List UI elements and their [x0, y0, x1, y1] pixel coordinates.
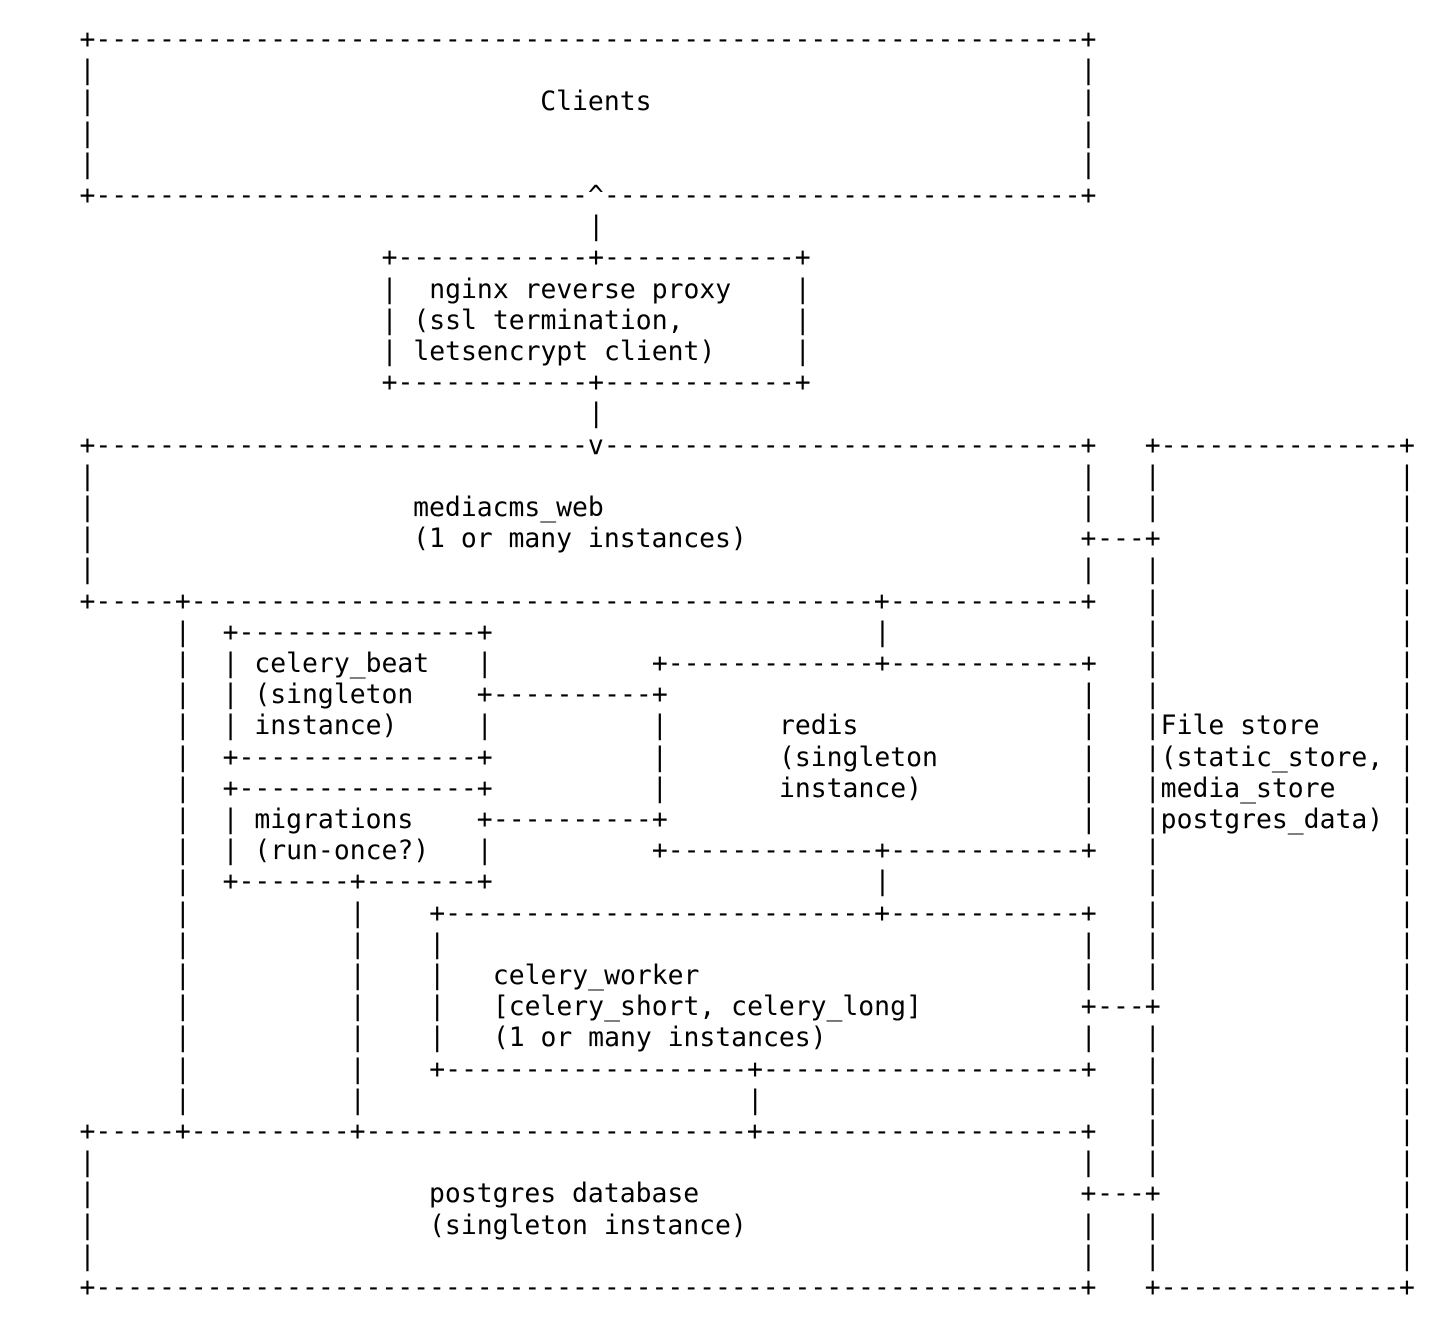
clients-box: +---------------------------------------…	[79, 24, 1097, 212]
edge-migrations-redis: ----------	[492, 804, 652, 835]
migrations-box: +---------------+ | migrations + | (run-…	[222, 772, 493, 898]
edge-migrations-postgres: | | | | | | |	[349, 897, 366, 1116]
redis-box: +-------------+------------+ + | | redis…	[651, 648, 1097, 867]
edge-celery-worker-file-store: ---	[1097, 991, 1145, 1023]
edge-nginx-mediacms-web: |	[588, 398, 605, 430]
file-store-box: +---------------+ | | | | + | | | | | | …	[1144, 429, 1415, 1304]
celery-beat-box: +---------------+ | celery_beat | | (sin…	[222, 616, 493, 773]
mediacms-web-box: +-------------------------------v-------…	[79, 429, 1097, 617]
edge-mediacms-web-postgres: | | | | | | | | | | | | | | | |	[174, 616, 191, 1116]
edge-postgres-file-store: ---	[1097, 1178, 1145, 1210]
celery-worker-box: +---------------------------+-----------…	[429, 897, 1097, 1085]
edge-redis-celery-worker: |	[874, 866, 891, 898]
edge-mediacms-web-redis: |	[874, 616, 891, 648]
edge-celery-beat-redis: ----------	[492, 679, 652, 711]
edge-clients-nginx: |	[588, 211, 605, 243]
postgres-database-box: +-----+----------+----------------------…	[79, 1116, 1097, 1304]
edge-celery-worker-postgres: |	[747, 1084, 764, 1116]
nginx-reverse-proxy-box: +------------+------------+ | nginx reve…	[381, 242, 811, 399]
edge-mediacms-web-file-store: ---	[1097, 523, 1145, 555]
